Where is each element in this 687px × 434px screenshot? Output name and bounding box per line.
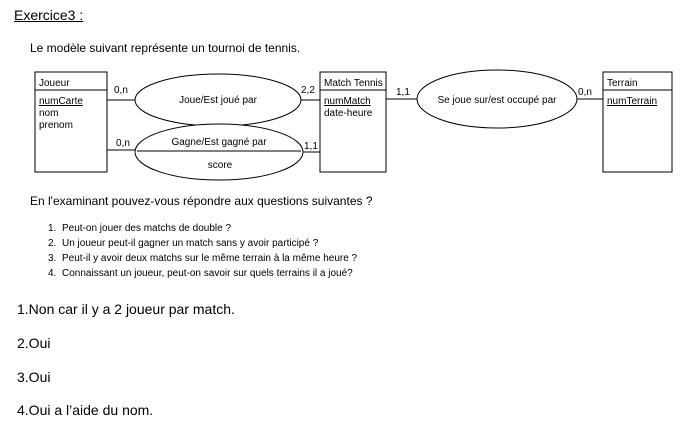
cardinality-match-gagne: 1,1 — [304, 141, 318, 152]
answer-2: 2.Oui — [17, 335, 51, 351]
entity-terrain: Terrain numTerrain — [602, 71, 673, 173]
answer-1: 1.Non car il y a 2 joueur par match. — [17, 301, 235, 317]
question-number: 4. — [48, 268, 57, 279]
question-text: Peut-on jouer des matchs de double ? — [62, 223, 231, 234]
question-text: Connaissant un joueur, peut-on savoir su… — [62, 268, 353, 279]
question-number: 3. — [48, 253, 57, 264]
entity-terrain-name: Terrain — [607, 78, 638, 89]
mcd-diagram: Joueur numCarte nom prenom Match Tennis … — [34, 69, 673, 181]
exercise-title: Exercice3 : — [14, 7, 84, 23]
question-number: 2. — [48, 238, 57, 249]
answer-4: 4.Oui a l’aide du nom. — [17, 402, 154, 418]
cardinality-match-joue: 2,2 — [301, 85, 315, 96]
question-text: Un joueur peut-il gagner un match sans y… — [62, 238, 319, 249]
entity-joueur: Joueur numCarte nom prenom — [34, 71, 108, 173]
association-sejoue: Se joue sur/est occupé par — [416, 69, 578, 129]
cardinality-match-sejoue: 1,1 — [396, 87, 410, 98]
entity-match-name: Match Tennis — [324, 78, 383, 89]
question-heading: En l'examinant pouvez-vous répondre aux … — [30, 194, 373, 208]
association-joue-label: Joue/Est joué par — [179, 95, 257, 106]
question-item: 2. Un joueur peut-il gagner un match sans… — [48, 236, 357, 251]
intro-text: Le modèle suivant représente un tournoi … — [30, 41, 301, 55]
cardinality-terrain-sejoue: 0,n — [578, 87, 592, 98]
question-item: 4. Connaissant un joueur, peut-on savoir … — [48, 266, 357, 281]
cardinality-joueur-joue: 0,n — [114, 85, 128, 96]
connection-lines — [107, 98, 603, 153]
answer-3: 3.Oui — [17, 369, 51, 385]
question-item: 3. Peut-il y avoir deux matchs sur le mêm… — [48, 251, 357, 266]
association-gagne: Gagne/Est gagné par score — [134, 123, 304, 181]
question-text: Peut-il y avoir deux matchs sur le même … — [62, 253, 358, 264]
association-joue: Joue/Est joué par — [134, 73, 302, 127]
association-sejoue-label: Se joue sur/est occupé par — [438, 95, 558, 106]
entity-terrain-key: numTerrain — [607, 96, 657, 107]
entity-joueur-attr-nom: nom — [39, 108, 58, 119]
question-number: 1. — [48, 223, 57, 234]
entity-match-key: numMatch — [324, 96, 371, 107]
association-gagne-attr-score: score — [208, 160, 233, 171]
question-item: 1. Peut-on jouer des matchs de double ? — [48, 221, 357, 236]
entity-joueur-attr-prenom: prenom — [39, 120, 73, 131]
cardinality-joueur-gagne: 0,n — [116, 138, 130, 149]
entity-match-attr-date: date-heure — [324, 108, 373, 119]
entity-joueur-key: numCarte — [39, 96, 83, 107]
question-list: 1. Peut-on jouer des matchs de double ? 2… — [48, 221, 357, 281]
association-gagne-label: Gagne/Est gagné par — [171, 137, 267, 148]
entity-match-tennis: Match Tennis numMatch date-heure — [319, 71, 387, 173]
entity-joueur-name: Joueur — [39, 78, 70, 89]
